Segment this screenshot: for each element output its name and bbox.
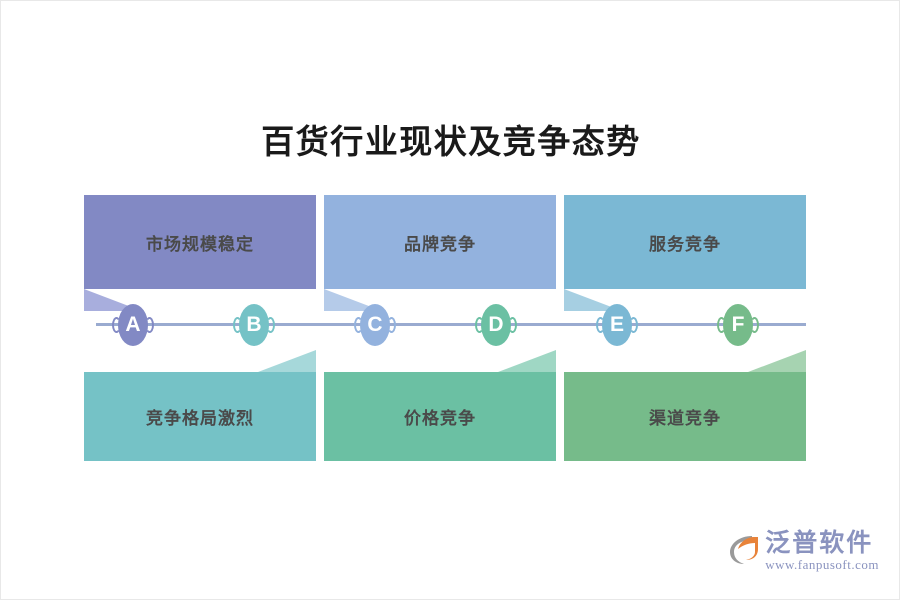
timeline-node-c[interactable]: C [354,304,396,346]
timeline-axis [96,323,806,326]
timeline-node-d[interactable]: D [475,304,517,346]
callout-tail-bottom-2 [498,350,556,372]
timeline-node-f[interactable]: F [717,304,759,346]
node-wing-right-icon [750,317,759,333]
callout-box-top-1[interactable]: 市场规模稳定 [84,195,316,289]
node-letter: E [609,313,624,336]
callout-box-bottom-2[interactable]: 价格竞争 [324,372,556,461]
callout-box-top-2[interactable]: 品牌竞争 [324,195,556,289]
node-circle [360,304,390,346]
node-wing-right-icon [629,317,638,333]
callout-label: 服务竞争 [649,234,721,254]
callout-tail-top-3 [564,289,622,311]
node-wing-right-icon [508,317,517,333]
callout-label: 品牌竞争 [404,234,476,254]
node-circle [602,304,632,346]
node-letter: B [246,313,262,336]
node-wing-left-icon [233,317,242,333]
node-wing-right-icon [145,317,154,333]
timeline-node-e[interactable]: E [596,304,638,346]
node-wing-left-icon [717,317,726,333]
node-circle [239,304,269,346]
page-title: 百货行业现状及竞争态势 [261,123,641,160]
node-letter: A [125,313,141,336]
logo-name: 泛普软件 [765,529,874,557]
node-letter: D [488,313,504,336]
brand-logo: 泛普软件 www.fanpusoft.com [725,529,879,581]
node-wing-right-icon [387,317,396,333]
node-letter: F [731,313,745,336]
node-circle [118,304,148,346]
callout-label: 竞争格局激烈 [146,409,254,428]
node-circle [723,304,753,346]
callout-label: 价格竞争 [404,409,476,428]
callout-box-top-3[interactable]: 服务竞争 [564,195,806,289]
node-wing-left-icon [112,317,121,333]
node-wing-right-icon [266,317,275,333]
fanpusoft-logo-icon [730,536,759,564]
node-circle [481,304,511,346]
node-wing-left-icon [475,317,484,333]
callout-box-bottom-3[interactable]: 渠道竞争 [564,372,806,461]
callout-tail-bottom-3 [748,350,806,372]
callout-box-bottom-1[interactable]: 竞争格局激烈 [84,372,316,461]
node-wing-left-icon [354,317,363,333]
timeline-node-a[interactable]: A [112,304,154,346]
node-wing-left-icon [596,317,605,333]
timeline-node-b[interactable]: B [233,304,275,346]
callout-tail-bottom-1 [258,350,316,372]
callout-label: 市场规模稳定 [146,234,254,254]
logo-text-wrap: 泛普软件 www.fanpusoft.com [765,529,879,573]
logo-url: www.fanpusoft.com [765,557,879,572]
callout-label: 渠道竞争 [649,409,721,428]
node-letter: C [367,313,383,336]
